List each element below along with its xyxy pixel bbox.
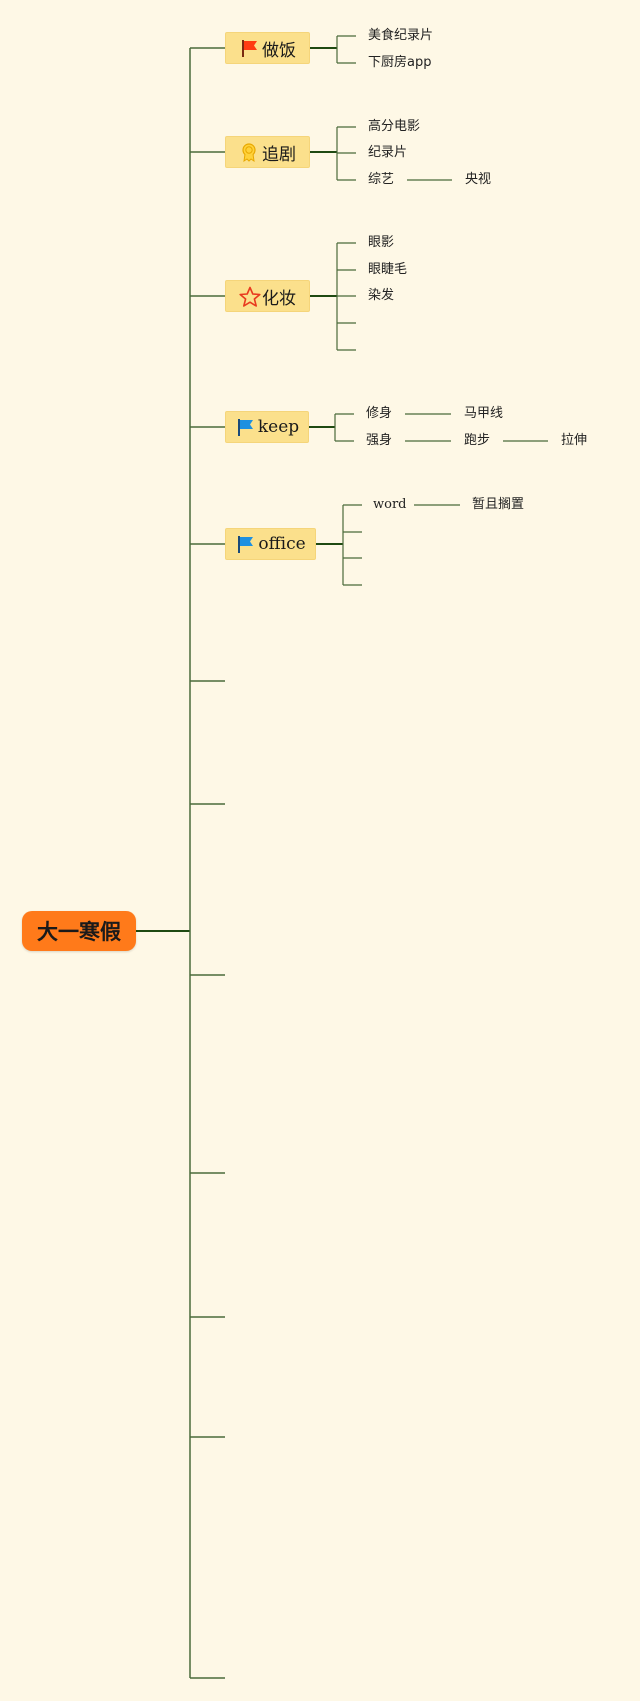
topic-keep[interactable]: keep <box>225 411 309 443</box>
drama-bracket <box>336 126 356 181</box>
subtopic-eyelashes[interactable]: 眼睫毛 <box>368 262 408 277</box>
topic-makeup[interactable]: 化妆 <box>225 280 310 312</box>
subtopic-word[interactable]: word <box>373 497 407 512</box>
topic-label: keep <box>257 417 300 437</box>
subtopic-body-shaping[interactable]: 修身 <box>366 406 393 421</box>
topic-label: 化妆 <box>262 288 296 309</box>
subtopic-documentary[interactable]: 纪录片 <box>368 145 408 160</box>
subtopic-food-documentary[interactable]: 美食纪录片 <box>368 28 434 43</box>
root-label: 大一寒假 <box>37 920 121 944</box>
topic-drama[interactable]: 追剧 <box>225 136 310 168</box>
subtopic-abs[interactable]: 马甲线 <box>464 406 504 421</box>
office-bracket <box>342 504 362 586</box>
topic-label: office <box>258 534 306 554</box>
subtopic-variety-show[interactable]: 综艺 <box>368 172 395 187</box>
topic-label: 做饭 <box>262 40 296 61</box>
subtopic-hair-dye[interactable]: 染发 <box>368 288 395 303</box>
subtopic-eyeshadow[interactable]: 眼影 <box>368 235 395 250</box>
blue-flag-icon <box>235 534 255 554</box>
subtopic-top-movies[interactable]: 高分电影 <box>368 119 421 134</box>
topic-label: 追剧 <box>262 144 296 165</box>
subtopic-cctv[interactable]: 央视 <box>465 172 492 187</box>
subtopic-on-hold[interactable]: 暂且搁置 <box>472 497 525 512</box>
topic-cooking[interactable]: 做饭 <box>225 32 310 64</box>
blue-flag-icon <box>235 417 255 437</box>
topic-office[interactable]: office <box>225 528 316 560</box>
star-icon <box>239 286 261 307</box>
cooking-bracket <box>336 35 356 64</box>
root-node[interactable]: 大一寒假 <box>22 911 136 951</box>
red-flag-icon <box>239 38 259 58</box>
subtopic-running[interactable]: 跑步 <box>464 433 491 448</box>
subtopic-xiachufang-app[interactable]: 下厨房app <box>368 55 432 70</box>
makeup-bracket <box>336 242 356 351</box>
subtopic-stretching[interactable]: 拉伸 <box>561 433 588 448</box>
subtopic-strength[interactable]: 强身 <box>366 433 393 448</box>
ribbon-award-icon <box>239 142 259 163</box>
keep-bracket <box>334 413 354 442</box>
